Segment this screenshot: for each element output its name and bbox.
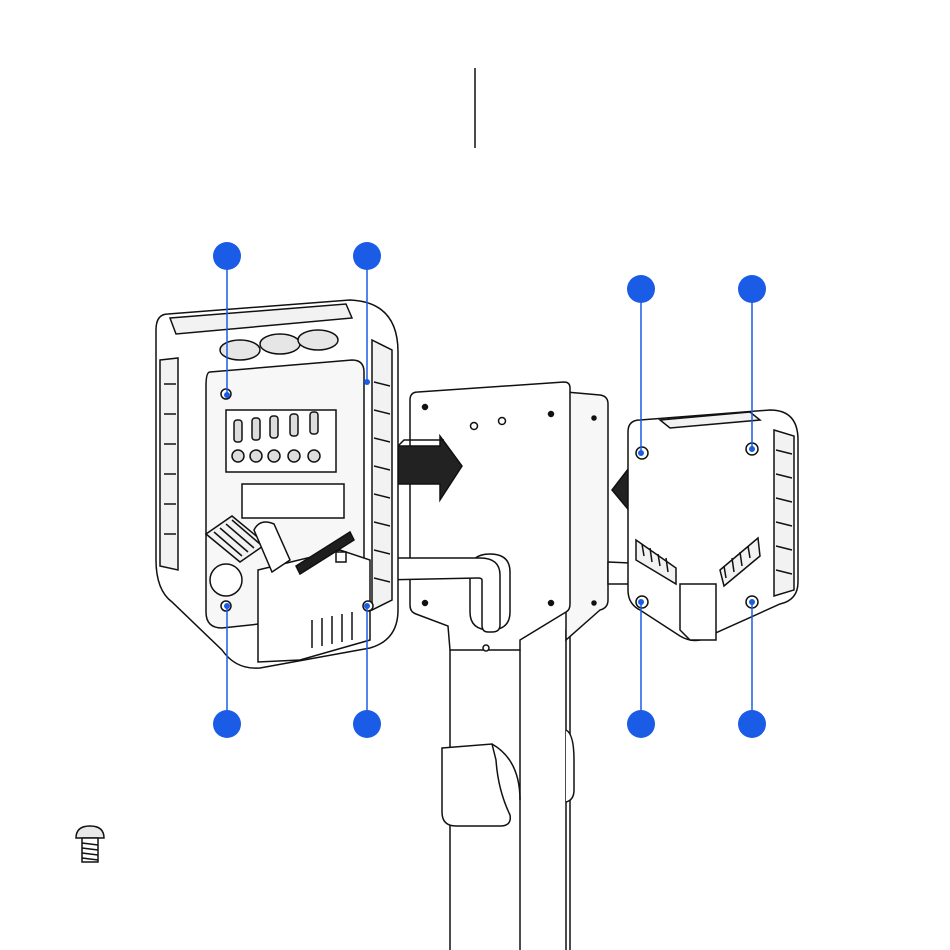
plate-hole [549, 601, 554, 606]
callout-marker-left-top-right [353, 242, 381, 270]
plate-hole [499, 418, 506, 425]
terminal-block [226, 410, 336, 472]
left-unit-ribs [372, 340, 392, 610]
callout-marker-right-top-left [627, 275, 655, 303]
left-small-square [336, 552, 346, 562]
plate-hole [592, 416, 596, 420]
cable-gland [298, 330, 338, 350]
plate-hole [483, 645, 489, 651]
plate-hole [423, 601, 428, 606]
cable-gland [260, 334, 300, 354]
pedestal-side-bump [566, 730, 574, 802]
callout-target-left-bottom-left [224, 603, 230, 609]
cable-gland [220, 340, 260, 360]
cable-hook [442, 744, 510, 826]
plate-hole [549, 412, 554, 417]
callout-target-right-bottom-left [638, 599, 644, 605]
callout-marker-left-bottom-left [213, 710, 241, 738]
callout-target-right-bottom-right [749, 599, 755, 605]
callout-target-left-top-left [224, 392, 230, 398]
left-unit-left-ribs [160, 358, 178, 570]
right-unit-ribs [774, 430, 794, 596]
left-round-port [210, 564, 242, 596]
callout-marker-right-top-right [738, 275, 766, 303]
label-plate [242, 484, 344, 518]
callout-marker-right-bottom-left [627, 710, 655, 738]
right-lower-block [680, 584, 716, 640]
callout-marker-left-top-left [213, 242, 241, 270]
right-unit [628, 410, 798, 641]
callout-marker-right-bottom-right [738, 710, 766, 738]
plate-hole [471, 423, 478, 430]
pedestal-back-plate [566, 392, 608, 640]
callout-target-left-top-right [364, 379, 370, 385]
callout-marker-left-bottom-right [353, 710, 381, 738]
plate-hole [592, 601, 596, 605]
plate-hole [423, 405, 428, 410]
left-unit [156, 300, 398, 668]
callout-target-right-top-right [749, 446, 755, 452]
callout-target-right-top-left [638, 450, 644, 456]
screw-icon [76, 826, 104, 862]
callout-target-left-bottom-right [364, 603, 370, 609]
